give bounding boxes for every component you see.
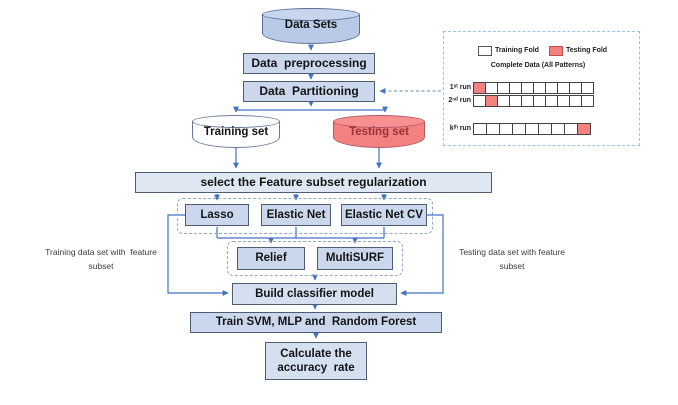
training-fold-cell [499,123,513,135]
label-training-feature-subset: Training data set with feature subset [45,247,157,271]
training-fold-label: Training Fold [495,47,539,54]
run-label: 1ˢᵗ run [449,84,471,91]
node-multisurf: MultiSURF [317,247,393,270]
cylinder-top [262,8,360,21]
training-fold-cell [581,95,594,107]
legend-title: Complete Data (All Patterns) [490,62,586,69]
run-label: kᵗʰ run [449,125,471,132]
node-data-partitioning: Data Partitioning [243,81,375,102]
node-feature-select: select the Feature subset regularization [135,172,492,193]
node-training-set: Training set [192,115,280,148]
node-label: Training set [203,126,269,138]
node-build-classifier: Build classifier model [232,283,397,305]
testing-fold-label: Testing Fold [566,47,608,54]
training-fold-cell [525,123,539,135]
regularization-group [177,198,433,234]
fold-row [473,95,594,107]
kfold-legend-panel: Training Fold Testing Fold Complete Data… [443,31,640,146]
relief-group [227,241,403,276]
node-label: Testing set [349,126,409,138]
training-fold-cell [551,123,565,135]
training-fold-cell [538,123,552,135]
node-testing-set: Testing set [333,115,425,148]
training-fold-cell [564,123,578,135]
node-lasso: Lasso [185,204,249,226]
node-elastic-net: Elastic Net [261,204,331,226]
node-data-sets: Data Sets [262,8,360,44]
cylinder-top [192,115,280,128]
node-elastic-net-cv: Elastic Net CV [341,204,427,226]
training-fold-cell [486,123,500,135]
training-fold-cell [581,82,594,94]
testing-fold-cell [577,123,591,135]
node-train-models: Train SVM, MLP and Random Forest [190,312,442,333]
node-relief: Relief [237,247,305,270]
training-fold-cell [473,123,487,135]
node-label: Data Sets [284,19,338,31]
fold-row [473,123,591,135]
node-data-preprocessing: Data preprocessing [243,53,375,74]
training-fold-swatch [478,46,492,56]
label-testing-feature-subset: Testing data set with feature subset [459,247,565,271]
run-label: 2ⁿᵈ run [448,97,471,104]
testing-fold-swatch [549,46,563,56]
fold-row [473,82,594,94]
node-calculate-accuracy: Calculate the accuracy rate [265,342,367,380]
training-fold-cell [512,123,526,135]
cylinder-top [333,115,425,128]
flow-arrows [167,44,444,339]
